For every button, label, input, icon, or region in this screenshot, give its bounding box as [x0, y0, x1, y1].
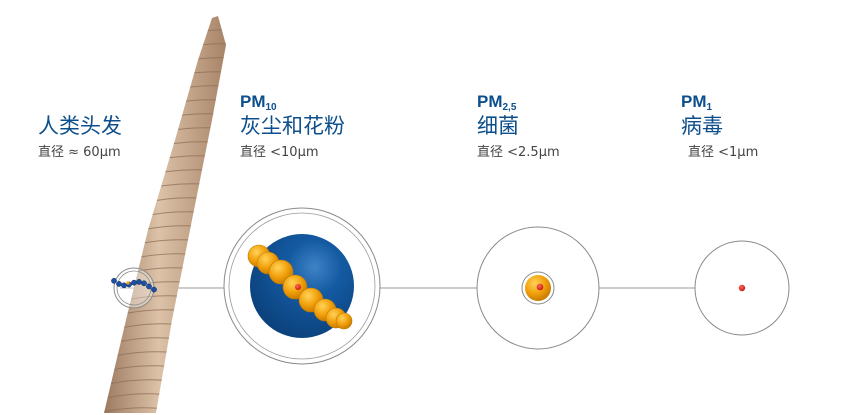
virus-size: 直径 <1μm [688, 145, 759, 160]
dust-size: 直径 <10μm [240, 145, 319, 160]
bacteria-title: 细菌 [477, 114, 519, 138]
hair-title: 人类头发 [38, 114, 122, 138]
bacteria-size: 直径 <2.5μm [477, 145, 560, 160]
hair-strand [104, 16, 226, 413]
dust-particle-group [223, 207, 381, 365]
hair-magnifier [111, 267, 157, 309]
virus-pm-label: PM1 [681, 92, 713, 114]
virus-dot [738, 284, 746, 292]
dust-pm-label: PM10 [240, 92, 277, 114]
hair-size: 直径 ≈ 60μm [38, 145, 121, 160]
virus-particle-group [694, 240, 790, 336]
bacteria-core [536, 283, 544, 291]
dust-title: 灰尘和花粉 [240, 114, 345, 138]
bacteria-particle-group [476, 226, 600, 350]
bacteria-pm-label: PM2,5 [477, 92, 517, 114]
virus-title: 病毒 [681, 114, 723, 138]
